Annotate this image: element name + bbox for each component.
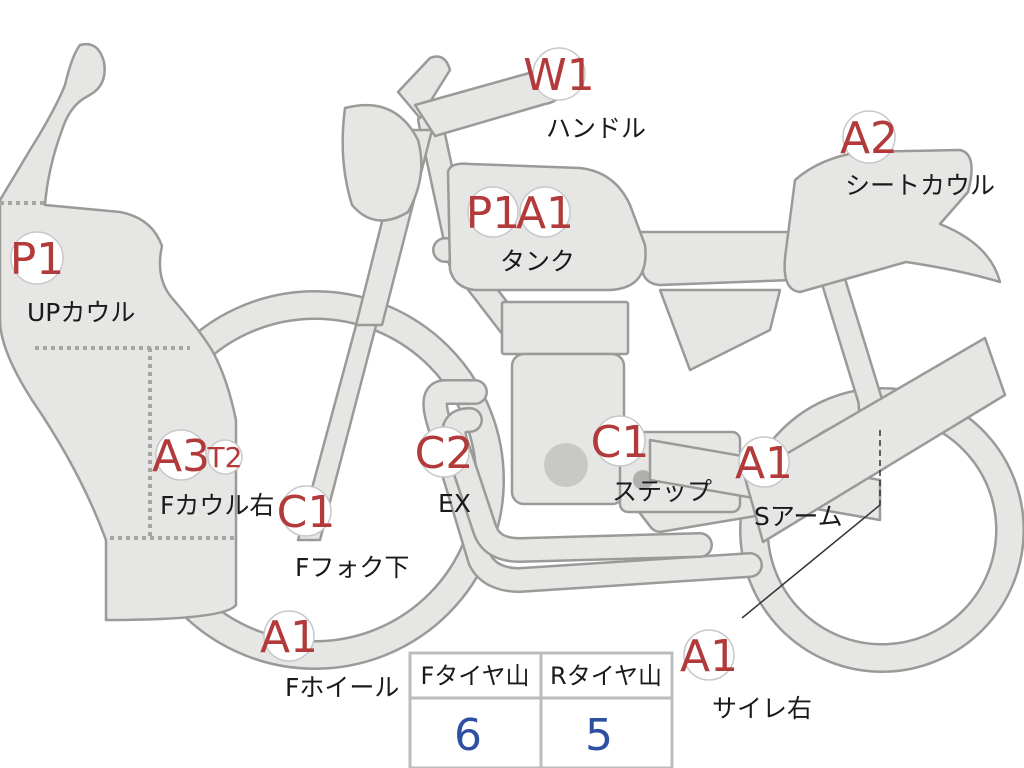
ex-code: C2 <box>415 428 474 479</box>
handle-code: W1 <box>523 50 595 101</box>
handle-marker: W1 <box>523 47 595 101</box>
f-cowl-right-label: Fカウル右 <box>160 491 274 520</box>
seat-cowl-label: シートカウル <box>845 171 995 200</box>
ex-label: EX <box>438 489 471 518</box>
tank-code-2: A1 <box>516 188 574 239</box>
up-cowl-marker: P1 <box>10 231 65 285</box>
tank-code-1: P1 <box>466 188 521 239</box>
up-cowl-code: P1 <box>10 234 65 285</box>
s-arm-code: A1 <box>735 438 793 489</box>
rear-tire-header: Rタイヤ山 <box>550 662 662 690</box>
s-arm-label: Sアーム <box>754 502 843 531</box>
s-arm-marker: A1 <box>735 436 793 489</box>
headstock <box>341 103 423 222</box>
seat <box>638 230 799 287</box>
seat-cowl-code: A2 <box>840 113 898 164</box>
ex-marker: C2 <box>415 426 474 479</box>
tank-marker-2: A1 <box>516 186 574 239</box>
tank-label: タンク <box>500 247 575 276</box>
step-code: C1 <box>591 417 650 468</box>
step-marker: C1 <box>591 415 650 468</box>
seat-cowl-marker: A2 <box>840 110 898 164</box>
front-tire-header: Fタイヤ山 <box>420 662 529 690</box>
f-cowl-right-code-2: T2 <box>207 441 243 474</box>
f-fork-lower-label: Fフォク下 <box>295 553 409 582</box>
f-wheel-marker: A1 <box>260 610 318 663</box>
f-wheel-code: A1 <box>260 612 318 663</box>
f-cowl-right-marker-2: T2 <box>207 439 243 475</box>
f-cowl-right-code-1: A3 <box>152 431 210 482</box>
silencer-right-label: サイレ右 <box>712 694 812 723</box>
front-tire-value: 6 <box>454 710 482 761</box>
f-fork-lower-marker: C1 <box>277 485 336 538</box>
silencer <box>743 336 1007 544</box>
silencer-right-marker: A1 <box>680 629 738 682</box>
handle-label: ハンドル <box>546 114 646 143</box>
silencer-right-code: A1 <box>680 631 738 682</box>
f-wheel-label: Fホイール <box>285 673 399 702</box>
f-cowl-right-marker-1: A3 <box>152 429 210 482</box>
step-label: ステップ <box>612 477 712 506</box>
side-cover <box>658 288 782 372</box>
tank-marker-1: P1 <box>466 186 521 239</box>
f-fork-lower-code: C1 <box>277 487 336 538</box>
rear-tire-value: 5 <box>585 710 613 761</box>
exhaust-pipes <box>422 379 763 593</box>
tire-tread-table: Fタイヤ山 Rタイヤ山 6 5 <box>408 651 674 768</box>
up-cowl-label: UPカウル <box>27 298 135 327</box>
silencer-leader-line <box>741 430 881 619</box>
front-cowl <box>0 42 238 622</box>
